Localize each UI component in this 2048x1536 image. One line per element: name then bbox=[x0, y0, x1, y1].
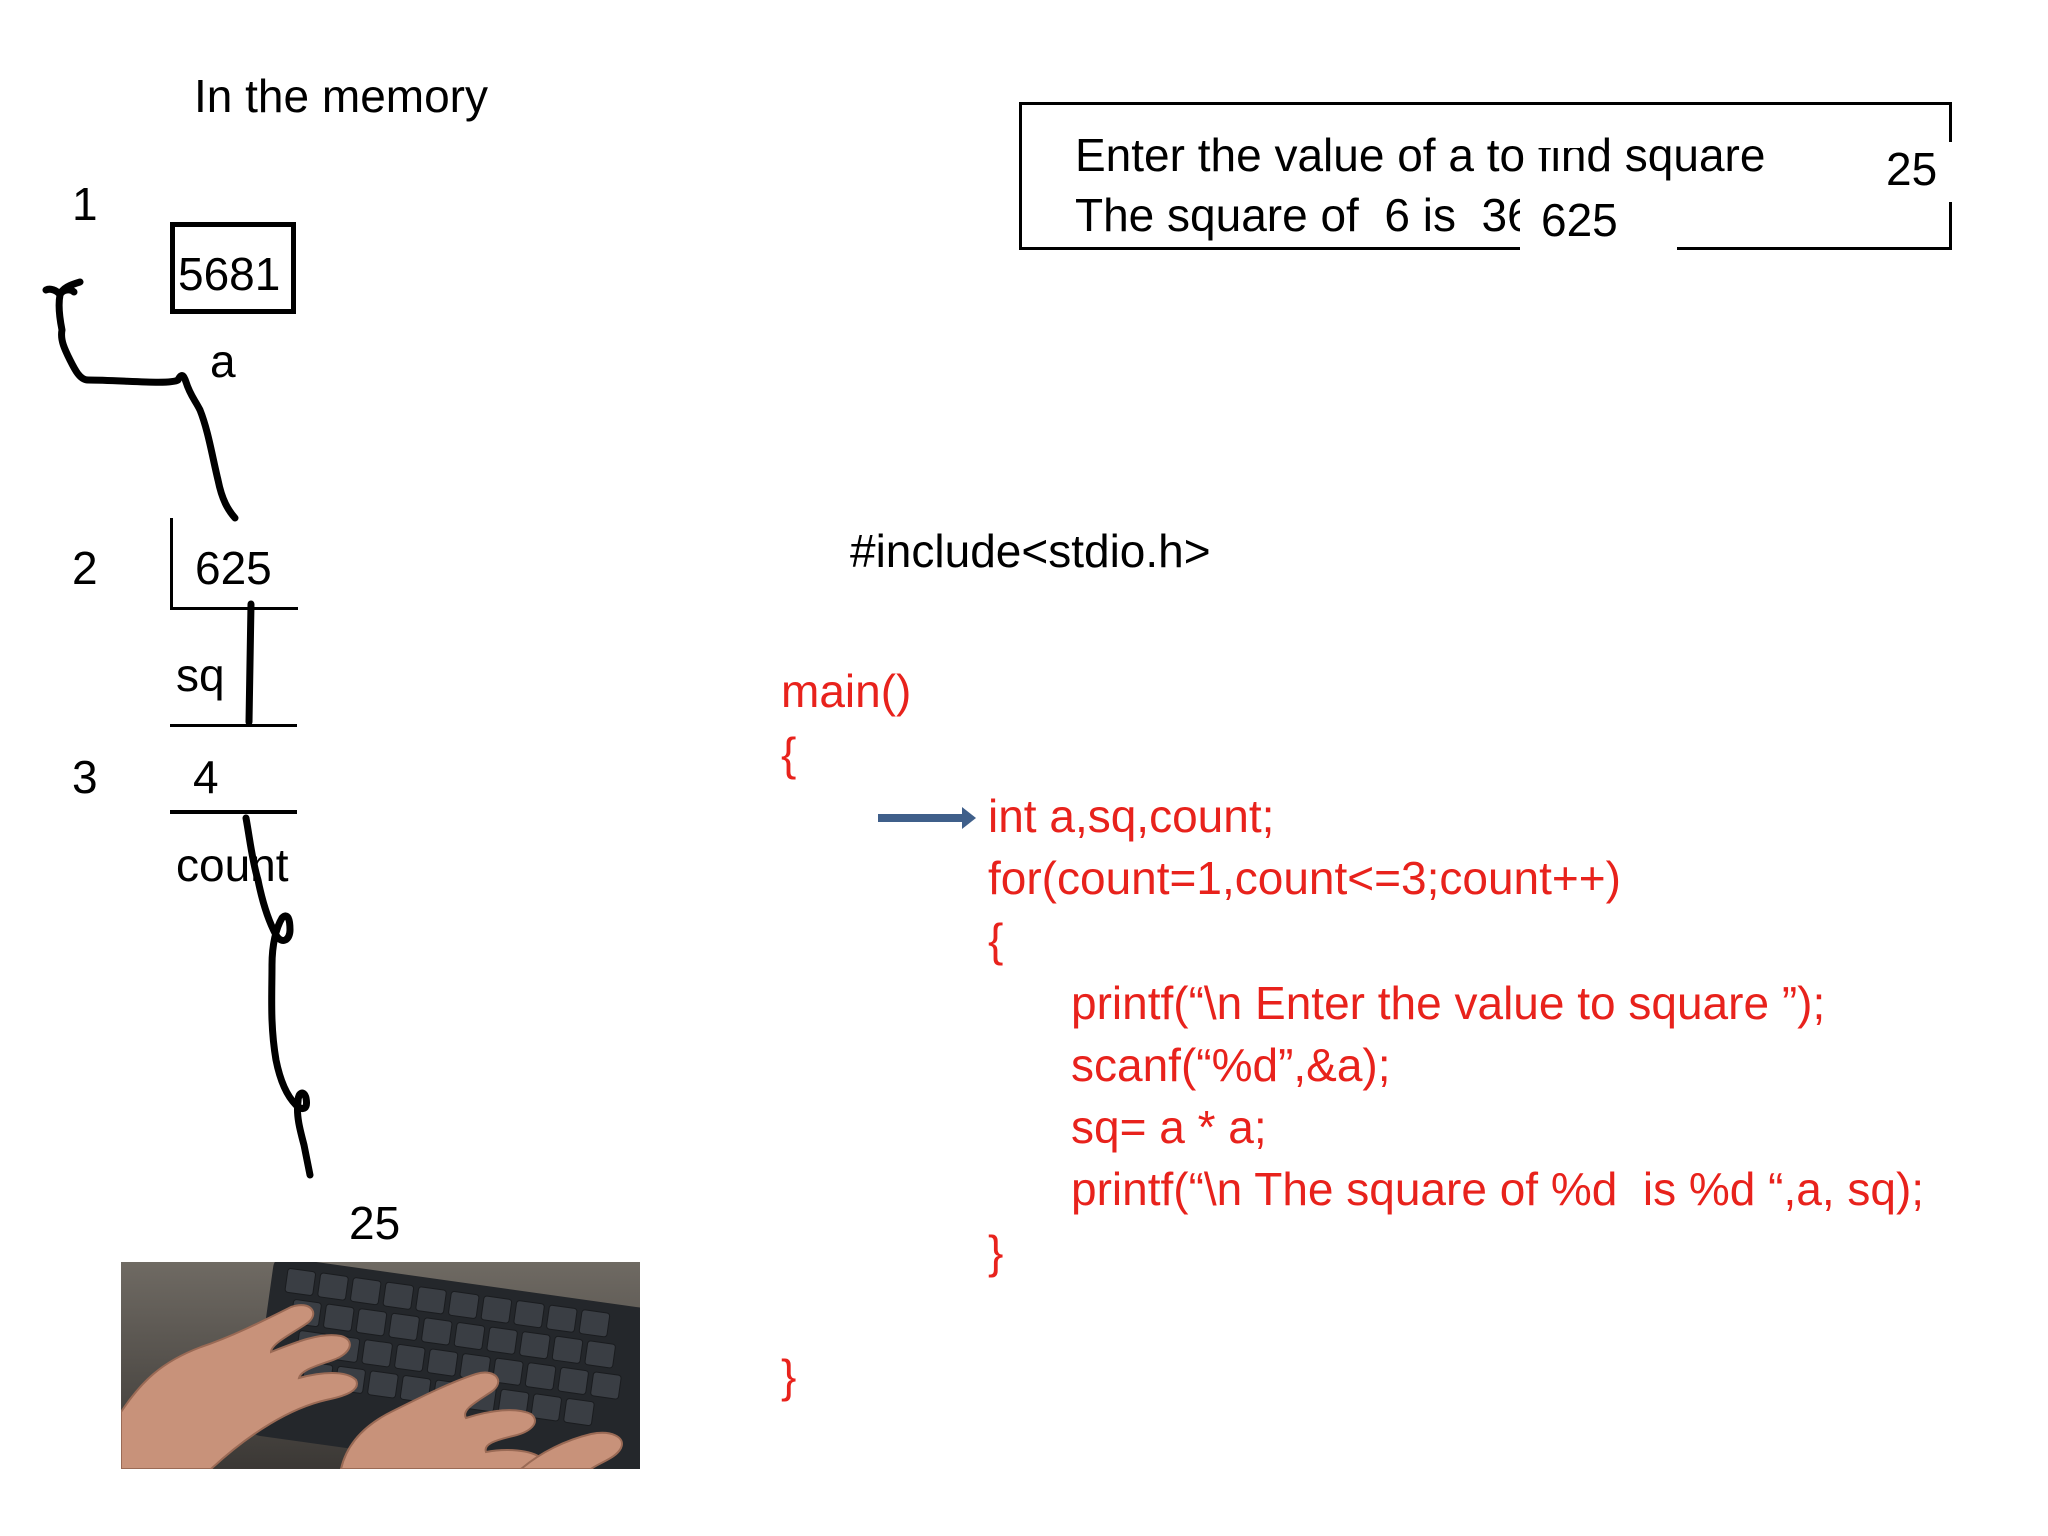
cell-index-2: 2 bbox=[72, 542, 98, 594]
cell-divider-count bbox=[170, 810, 297, 814]
code-line-square: sq= a * a; bbox=[1071, 1101, 1267, 1153]
memory-cell-a: 5681 bbox=[170, 222, 296, 314]
console-overlay-result: 625 bbox=[1541, 194, 1618, 246]
current-line-arrow bbox=[878, 807, 976, 829]
code-line-printf-result: printf(“\n The square of %d is %d “,a, s… bbox=[1071, 1163, 1925, 1215]
console-overlay-patch-top bbox=[1520, 126, 1580, 148]
cell-index-3: 3 bbox=[72, 751, 98, 803]
cell-label-a: a bbox=[210, 335, 236, 387]
console-box-side-gap bbox=[1944, 142, 1958, 202]
keyboard-image bbox=[121, 1262, 640, 1469]
code-line-open-brace: { bbox=[781, 728, 797, 780]
code-include: #include<stdio.h> bbox=[850, 525, 1211, 577]
code-line-main: main() bbox=[781, 665, 912, 717]
cell-value-a: 5681 bbox=[178, 248, 281, 300]
console-typed-value: 25 bbox=[1886, 143, 1938, 195]
console-overlay-patch bbox=[1520, 186, 1677, 250]
memory-title: In the memory bbox=[194, 70, 488, 122]
console-line-1: Enter the value of a to find square bbox=[1075, 129, 1766, 181]
code-line-for-close: } bbox=[988, 1226, 1004, 1278]
keyboard-input-value: 25 bbox=[349, 1197, 401, 1249]
code-line-for-open: { bbox=[988, 914, 1004, 966]
ink-stroke-sq-to-a bbox=[42, 278, 239, 522]
code-line-close-brace: } bbox=[781, 1350, 797, 1402]
cell-label-sq: sq bbox=[176, 649, 225, 701]
console-line-2: The square of 6 is 36 bbox=[1075, 189, 1533, 241]
code-line-declaration: int a,sq,count; bbox=[988, 790, 1275, 842]
code-line-scanf: scanf(“%d”,&a); bbox=[1071, 1039, 1391, 1091]
code-line-for: for(count=1,count<=3;count++) bbox=[988, 852, 1621, 904]
cell-divider-sq bbox=[170, 724, 297, 727]
code-line-printf-prompt: printf(“\n Enter the value to square ”); bbox=[1071, 977, 1826, 1029]
cell-label-count: count bbox=[176, 839, 289, 891]
cell-value-sq: 625 bbox=[195, 542, 272, 594]
cell-index-1: 1 bbox=[72, 178, 98, 230]
cell-value-count: 4 bbox=[193, 751, 219, 803]
memory-cell-sq: 625 bbox=[170, 518, 298, 610]
ink-stroke-sq-column bbox=[245, 600, 255, 726]
